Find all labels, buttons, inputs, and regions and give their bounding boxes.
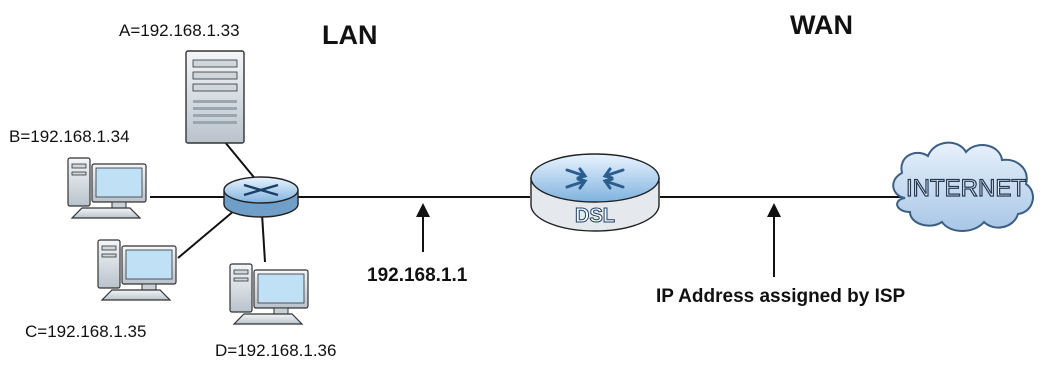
- internet-cloud-icon: INTERNET: [892, 141, 1034, 232]
- lan-zone-label: LAN: [322, 20, 378, 50]
- lan-ip-label: 192.168.1.1: [367, 265, 468, 286]
- desktop-computer-icon: [67, 157, 147, 219]
- host-c-label: C=192.168.1.35: [25, 322, 147, 341]
- internet-label: INTERNET: [906, 175, 1026, 202]
- host-d-label: D=192.168.1.36: [215, 341, 337, 360]
- lan-ip-arrow: [416, 203, 430, 252]
- network-switch-icon: [223, 176, 299, 218]
- host-a-label: A=192.168.1.33: [119, 21, 240, 40]
- server-tower-icon: [185, 50, 245, 144]
- router-badge: DSL: [575, 205, 615, 227]
- wan-ip-arrow: [767, 203, 781, 277]
- dsl-router-icon: DSL: [530, 153, 660, 232]
- desktop-computer-icon: [229, 263, 309, 325]
- desktop-computer-icon: [97, 239, 177, 301]
- connection-lines: [150, 129, 908, 263]
- wan-ip-label: IP Address assigned by ISP: [656, 286, 906, 307]
- wan-zone-label: WAN: [790, 10, 853, 40]
- host-b-label: B=192.168.1.34: [9, 127, 130, 146]
